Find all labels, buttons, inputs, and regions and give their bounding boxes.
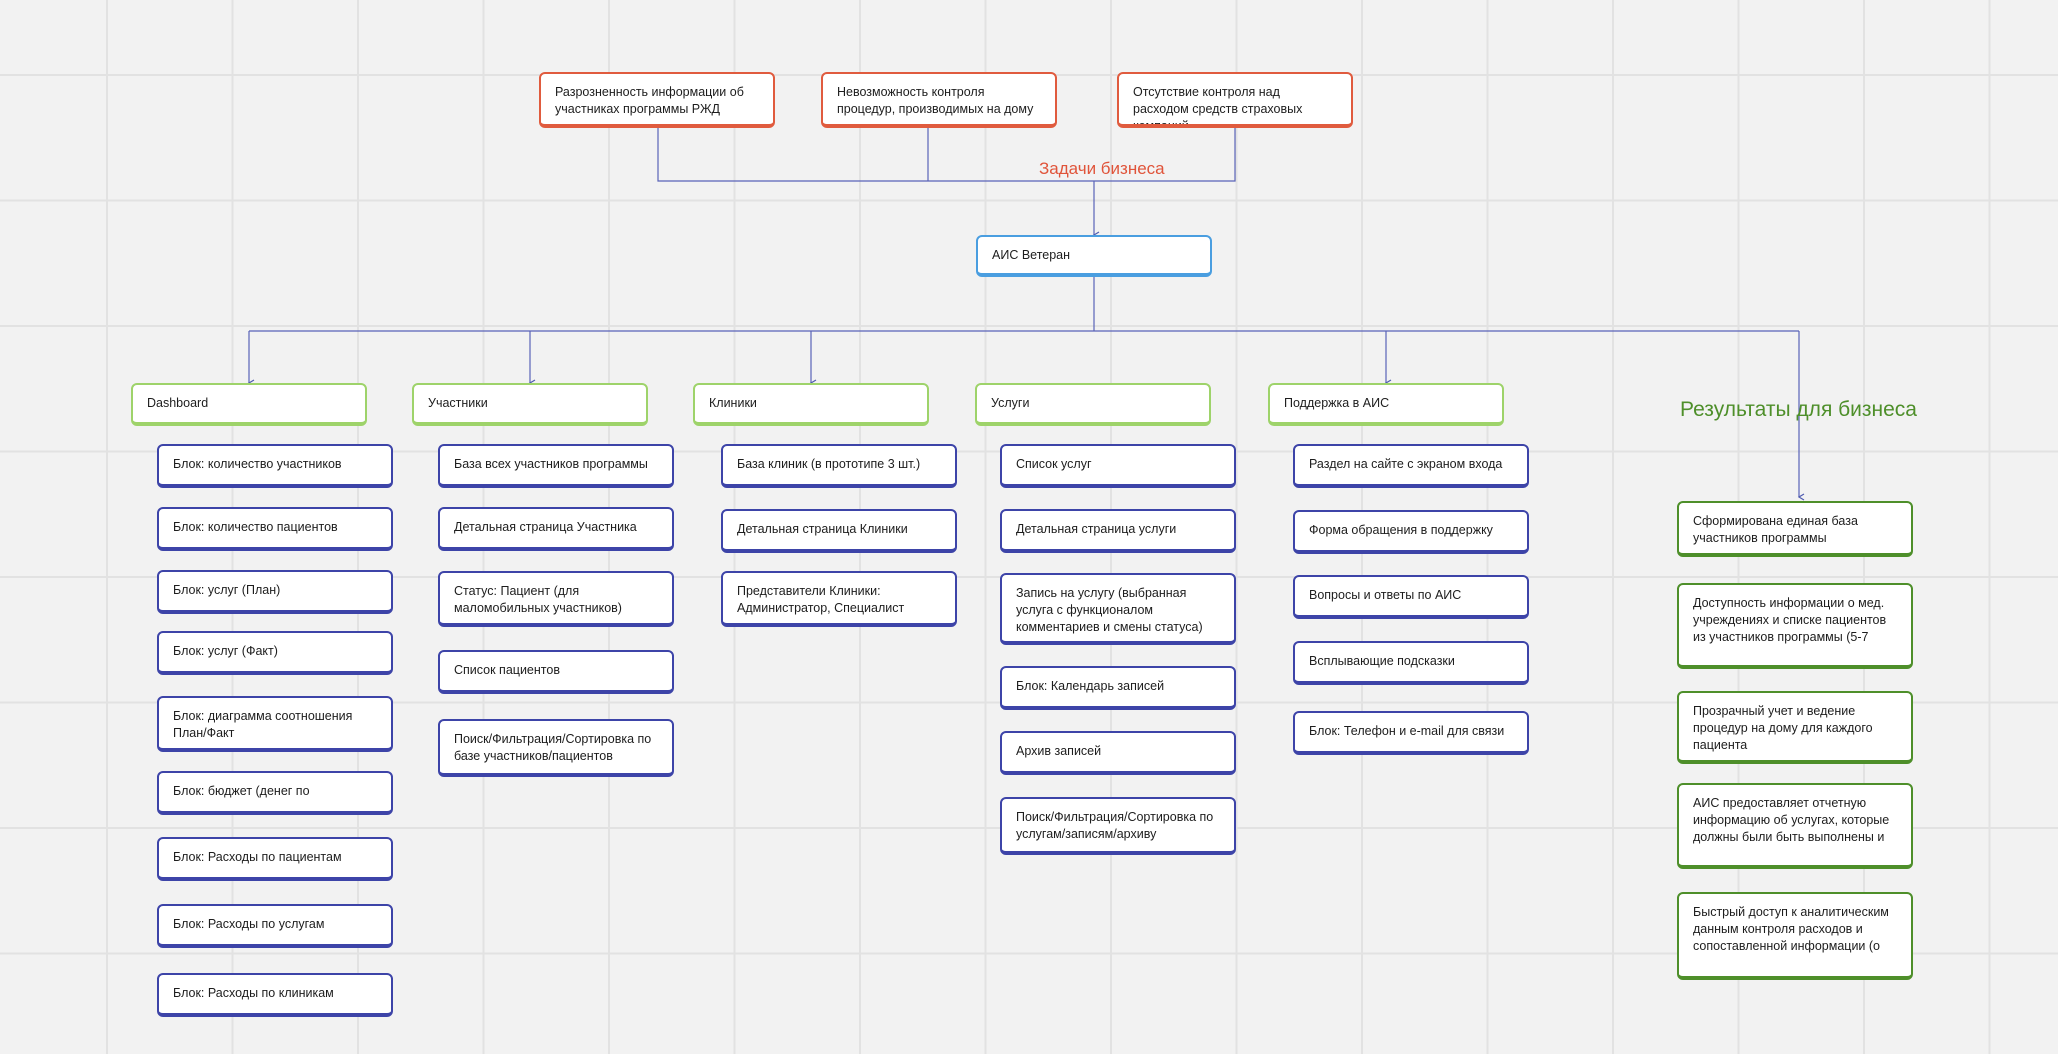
item-text: Детальная страница Участника [454,520,637,534]
services-item[interactable]: Архив записей [1000,731,1236,775]
support-item[interactable]: Всплывающие подсказки [1293,641,1529,685]
root-title: АИС Ветеран [992,248,1071,262]
result-card[interactable]: Доступность информации о мед. учреждения… [1677,583,1913,669]
root-node[interactable]: АИС Ветеран [976,235,1212,277]
item-text: Блок: услуг (План) [173,583,281,597]
support-item[interactable]: Форма обращения в поддержку [1293,510,1529,554]
section-title: Услуги [991,396,1030,410]
problem-text: Отсутствие контроля над расходом средств… [1133,85,1303,128]
result-text: Доступность информации о мед. учреждения… [1693,596,1887,644]
item-text: Вопросы и ответы по АИС [1309,588,1462,602]
problem-card[interactable]: Разрозненность информации об участниках … [539,72,775,128]
item-text: Раздел на сайте с экраном входа [1309,457,1503,471]
item-text: Всплывающие подсказки [1309,654,1455,668]
item-text: Блок: количество участников [173,457,342,471]
dashboard-item[interactable]: Блок: Расходы по пациентам [157,837,393,881]
item-text: Список услуг [1016,457,1092,471]
section-header-dashboard[interactable]: Dashboard [131,383,367,426]
item-text: Детальная страница услуги [1016,522,1177,536]
result-text: Прозрачный учет и ведение процедур на до… [1693,704,1873,752]
dashboard-item[interactable]: Блок: услуг (Факт) [157,631,393,675]
result-text: Сформирована единая база участников прог… [1693,514,1858,545]
item-text: База всех участников программы [454,457,648,471]
result-text: Быстрый доступ к аналитическим данным ко… [1693,905,1889,953]
item-text: Блок: Расходы по пациентам [173,850,342,864]
section-header-services[interactable]: Услуги [975,383,1211,426]
item-text: Блок: Телефон и e-mail для связи [1309,724,1505,738]
dashboard-item[interactable]: Блок: количество участников [157,444,393,488]
dashboard-item[interactable]: Блок: услуг (План) [157,570,393,614]
services-item[interactable]: Запись на услугу (выбранная услуга с фун… [1000,573,1236,645]
services-item[interactable]: Блок: Календарь записей [1000,666,1236,710]
result-card[interactable]: АИС предоставляет отчетную информацию об… [1677,783,1913,869]
business-tasks-label: Задачи бизнеса [1039,159,1165,178]
clinics-item[interactable]: База клиник (в прототипе 3 шт.) [721,444,957,488]
item-text: Представители Клиники: Администратор, Сп… [737,584,905,615]
section-title: Клиники [709,396,757,410]
item-text: Блок: количество пациентов [173,520,338,534]
support-item[interactable]: Вопросы и ответы по АИС [1293,575,1529,619]
item-text: Запись на услугу (выбранная услуга с фун… [1016,586,1203,634]
section-header-support[interactable]: Поддержка в АИС [1268,383,1504,426]
business-results-label: Результаты для бизнеса [1680,398,1917,421]
problem-text: Разрозненность информации об участниках … [555,85,744,116]
dashboard-item[interactable]: Блок: диаграмма соотношения План/Факт [157,696,393,752]
item-text: Блок: Календарь записей [1016,679,1165,693]
support-item[interactable]: Раздел на сайте с экраном входа [1293,444,1529,488]
item-text: Статус: Пациент (для маломобильных участ… [454,584,622,615]
problem-card[interactable]: Невозможность контроля процедур, произво… [821,72,1057,128]
support-item[interactable]: Блок: Телефон и e-mail для связи [1293,711,1529,755]
item-text: Поиск/Фильтрация/Сортировка по базе учас… [454,732,652,763]
item-text: Поиск/Фильтрация/Сортировка по услугам/з… [1016,810,1214,841]
dashboard-item[interactable]: Блок: количество пациентов [157,507,393,551]
participants-item[interactable]: База всех участников программы [438,444,674,488]
services-item[interactable]: Детальная страница услуги [1000,509,1236,553]
dashboard-item[interactable]: Блок: бюджет (денег по [157,771,393,815]
participants-item[interactable]: Статус: Пациент (для маломобильных участ… [438,571,674,627]
services-item[interactable]: Список услуг [1000,444,1236,488]
item-text: Блок: диаграмма соотношения План/Факт [173,709,353,740]
dashboard-item[interactable]: Блок: Расходы по клиникам [157,973,393,1017]
problem-text: Невозможность контроля процедур, произво… [837,85,1034,116]
result-card[interactable]: Быстрый доступ к аналитическим данным ко… [1677,892,1913,980]
participants-item[interactable]: Детальная страница Участника [438,507,674,551]
section-header-clinics[interactable]: Клиники [693,383,929,426]
connector-problems-bus [657,128,1236,182]
participants-item[interactable]: Список пациентов [438,650,674,694]
item-text: Форма обращения в поддержку [1309,523,1493,537]
item-text: Блок: Расходы по услугам [173,917,325,931]
item-text: Архив записей [1016,744,1102,758]
result-card[interactable]: Прозрачный учет и ведение процедур на до… [1677,691,1913,764]
item-text: База клиник (в прототипе 3 шт.) [737,457,921,471]
item-text: Детальная страница Клиники [737,522,908,536]
services-item[interactable]: Поиск/Фильтрация/Сортировка по услугам/з… [1000,797,1236,855]
item-text: Блок: услуг (Факт) [173,644,278,658]
item-text: Список пациентов [454,663,560,677]
section-title: Поддержка в АИС [1284,396,1390,410]
section-header-participants[interactable]: Участники [412,383,648,426]
dashboard-item[interactable]: Блок: Расходы по услугам [157,904,393,948]
result-card[interactable]: Сформирована единая база участников прог… [1677,501,1913,557]
participants-item[interactable]: Поиск/Фильтрация/Сортировка по базе учас… [438,719,674,777]
item-text: Блок: бюджет (денег по [173,784,310,798]
problem-card[interactable]: Отсутствие контроля над расходом средств… [1117,72,1353,128]
section-title: Участники [428,396,488,410]
result-text: АИС предоставляет отчетную информацию об… [1693,796,1890,844]
clinics-item[interactable]: Представители Клиники: Администратор, Сп… [721,571,957,627]
clinics-item[interactable]: Детальная страница Клиники [721,509,957,553]
item-text: Блок: Расходы по клиникам [173,986,334,1000]
section-title: Dashboard [147,396,209,410]
